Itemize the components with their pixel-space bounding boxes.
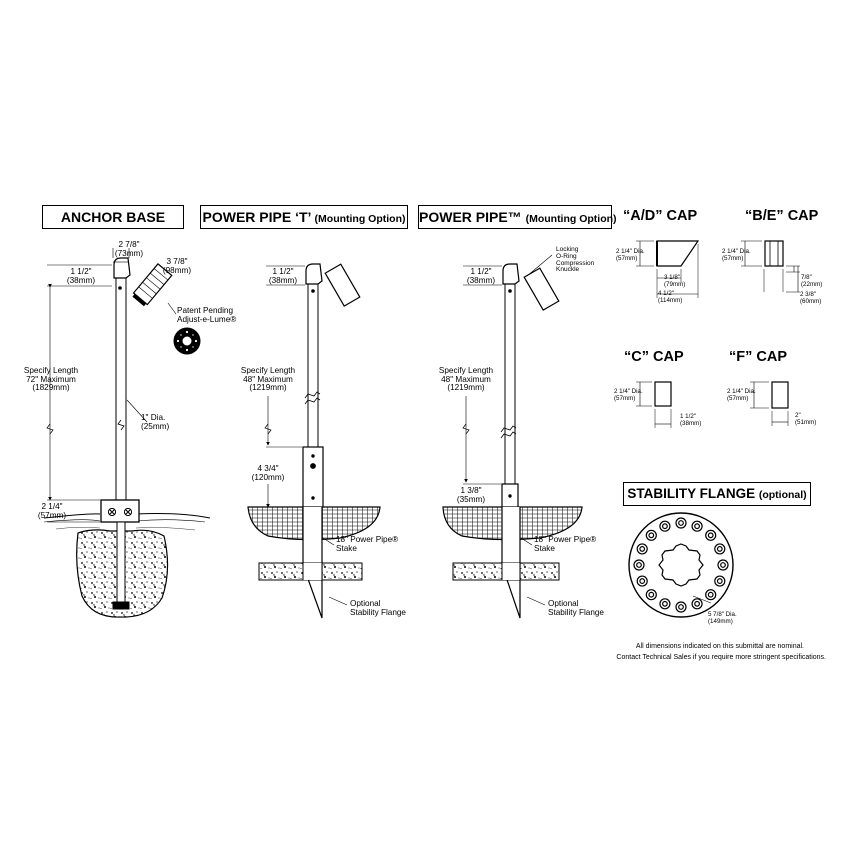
flange-bolt-hole-inner <box>639 546 646 552</box>
anchor-pole-dia: 1" Dia.(25mm) <box>141 413 170 431</box>
power-pipe-t-option: (Mounting Option) <box>314 213 406 225</box>
ppt-t-dim: 4 3/4"(120mm) <box>251 464 285 482</box>
cap-ad-dia: 2 1/4" Dia.(57mm) <box>616 248 645 262</box>
cap-be-title: “B/E” CAP <box>745 208 819 224</box>
cap-c-title: “C” CAP <box>624 349 684 365</box>
anchor-head-dim: 3 7/8"(98mm) <box>162 257 192 275</box>
anchor-top-width-dim: 2 7/8"(73mm) <box>114 240 144 258</box>
stability-flange-option: (optional) <box>758 489 807 501</box>
flange-bolt-hole-inner <box>707 532 714 539</box>
anchor-base-dim: 2 1/4"(57mm) <box>37 502 67 520</box>
stability-flange-title: STABILITY FLANGE (optional) <box>623 482 811 506</box>
cap-be-dia: 2 1/4" Dia.(57mm) <box>722 248 751 262</box>
cap-f-height: 2"(51mm) <box>795 412 817 426</box>
flange-bolt-hole-inner <box>694 523 700 530</box>
ppt-stake-label: 18" Power Pipe®Stake <box>336 535 399 553</box>
flange-bolt-hole-inner <box>707 591 714 598</box>
cap-ad-width2: 4 1/2"(114mm) <box>658 290 683 304</box>
flange-bolt-hole-inner <box>678 604 684 610</box>
note-nominal: All dimensions indicated on this submitt… <box>635 643 804 650</box>
pp-stake-label: 18" Power Pipe®Stake <box>534 535 597 553</box>
cap-f-dia: 2 1/4" Dia.(57mm) <box>727 388 756 402</box>
pp-base-dim: 1 3/8"(35mm) <box>456 486 486 504</box>
power-pipe-option: (Mounting Option) <box>525 213 617 225</box>
flange-dia-label: 5 7/8" Dia.(149mm) <box>708 611 737 625</box>
power-pipe-drawing <box>442 254 583 619</box>
power-pipe-title-text: POWER PIPE™ <box>419 209 522 225</box>
cap-c-dia: 2 1/4" Dia.(57mm) <box>614 388 643 402</box>
flange-bolt-hole-inner <box>636 562 642 568</box>
power-pipe-t-drawing <box>247 263 381 619</box>
cap-ad-title: “A/D” CAP <box>623 208 698 224</box>
cap-f-title: “F” CAP <box>729 349 787 365</box>
anchor-base-title: ANCHOR BASE <box>42 205 184 229</box>
anchor-base-title-text: ANCHOR BASE <box>60 209 166 225</box>
flange-bolt-hole-inner <box>662 523 668 530</box>
stability-flange-drawing <box>628 512 734 618</box>
cap-drawings <box>636 240 800 428</box>
flange-bolt-hole-inner <box>678 520 684 526</box>
pp-cap-dim: 1 1/2"(38mm) <box>466 267 496 285</box>
stability-flange-title-text: STABILITY FLANGE <box>627 486 756 501</box>
power-pipe-t-title: POWER PIPE ‘T’ (Mounting Option) <box>200 205 408 229</box>
cap-ad-width1: 3 1/8"(79mm) <box>664 274 686 288</box>
flange-bolt-hole-inner <box>648 591 655 598</box>
flange-bolt-hole-inner <box>716 546 723 552</box>
cap-be-height2: 2 3/8"(60mm) <box>800 291 822 305</box>
ppt-cap-dim: 1 1/2"(38mm) <box>268 267 298 285</box>
flange-bolt-hole-inner <box>662 600 668 607</box>
flange-bolt-hole-inner <box>639 578 646 584</box>
cap-be-height1: 7/8"(22mm) <box>801 274 823 288</box>
power-pipe-t-title-text: POWER PIPE ‘T’ <box>202 209 311 225</box>
flange-bolt-hole-inner <box>694 600 700 607</box>
flange-bolt-hole-inner <box>720 562 726 568</box>
flange-bolt-hole-inner <box>648 532 655 539</box>
power-pipe-title: POWER PIPE™ (Mounting Option) <box>418 205 617 229</box>
anchor-cap-dim: 1 1/2"(38mm) <box>66 267 96 285</box>
anchor-base-drawing <box>43 248 211 618</box>
flange-bolt-hole-inner <box>716 578 723 584</box>
note-contact: Contact Technical Sales if you require m… <box>616 654 826 661</box>
cap-c-height: 1 1/2"(38mm) <box>680 413 702 427</box>
